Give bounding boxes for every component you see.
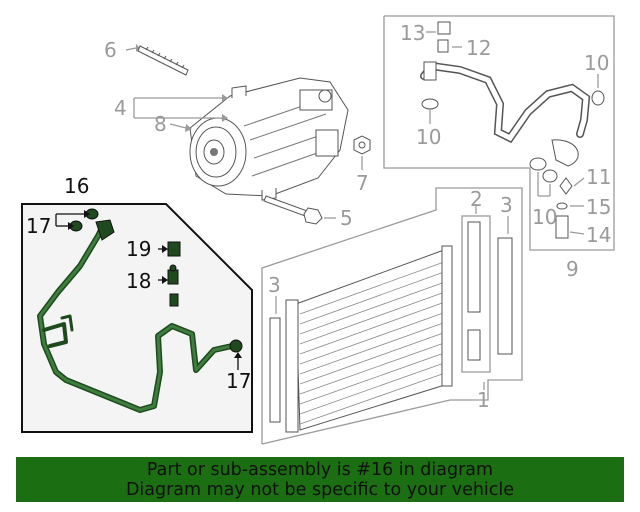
- callout-1: 1: [477, 388, 490, 412]
- callout-18: 18: [126, 269, 151, 293]
- part-5-bolt: [263, 195, 336, 225]
- group-1-condenser: [261, 187, 523, 445]
- callout-10-bottom: 10: [532, 205, 557, 229]
- callout-13: 13: [400, 21, 425, 45]
- part-7-nut: [353, 135, 371, 170]
- callout-19: 19: [126, 237, 151, 261]
- callout-17-right: 17: [226, 369, 251, 393]
- callout-7: 7: [356, 171, 369, 195]
- callout-17-left: 17: [26, 214, 51, 238]
- callout-16: 16: [64, 174, 89, 198]
- info-banner: Part or sub-assembly is #16 in diagram D…: [16, 457, 624, 502]
- callout-3-right: 3: [500, 193, 513, 217]
- callout-6: 6: [104, 38, 117, 62]
- callout-8: 8: [154, 112, 167, 136]
- group-9-box: [383, 15, 615, 251]
- callout-5: 5: [340, 206, 353, 230]
- callout-11: 11: [586, 165, 611, 189]
- callout-4: 4: [114, 96, 127, 120]
- group-16-hose-assembly: [21, 203, 253, 433]
- banner-line-2: Diagram may not be specific to your vehi…: [125, 480, 515, 500]
- callout-15: 15: [586, 195, 611, 219]
- callout-10-top-left: 10: [416, 125, 441, 149]
- callout-3-left: 3: [268, 273, 281, 297]
- callout-10-top-right: 10: [584, 51, 609, 75]
- callout-2: 2: [470, 187, 483, 211]
- callout-12: 12: [466, 36, 491, 60]
- callout-14: 14: [586, 223, 611, 247]
- banner-line-1: Part or sub-assembly is #16 in diagram: [146, 460, 494, 480]
- part-4-compressor: [189, 77, 349, 201]
- part-6-stud: [125, 44, 189, 76]
- callout-9: 9: [566, 257, 579, 281]
